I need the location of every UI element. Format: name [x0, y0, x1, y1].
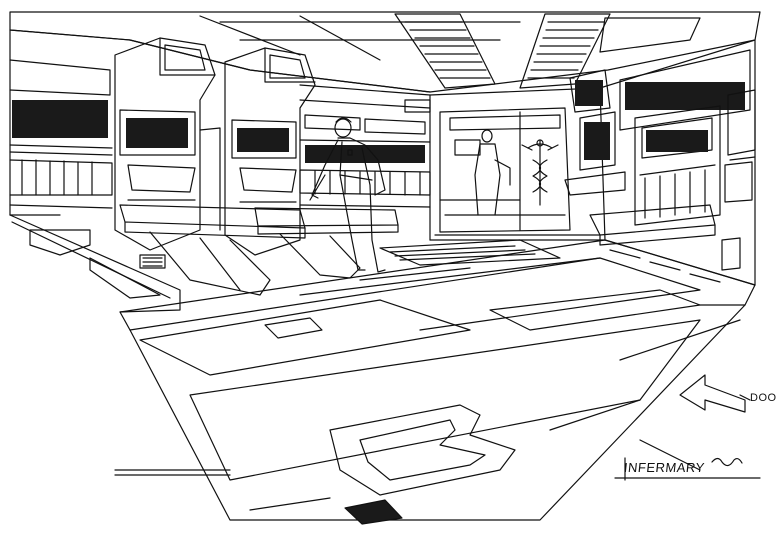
right-wall	[564, 39, 756, 286]
left-wall-dark-panel	[12, 100, 108, 138]
left-wall	[9, 29, 113, 216]
right-side-monitor	[584, 122, 610, 160]
bio-bed-pod-left	[114, 37, 221, 251]
floor	[119, 239, 756, 525]
door-note-label: DOO	[750, 392, 777, 404]
bio-bed-pod-right	[224, 47, 316, 256]
rear-wall-dark-strip	[305, 145, 425, 163]
pod-left-monitor	[126, 118, 188, 148]
left-floor-ledge	[9, 214, 181, 313]
floor-dark-tile	[344, 499, 403, 525]
bio-bed-platform-left	[119, 204, 306, 296]
annotation-lines	[114, 394, 761, 481]
ceiling	[9, 11, 761, 93]
right-upper-monitor	[575, 80, 603, 106]
ceiling-vent-right	[519, 13, 611, 89]
pod-right-monitor	[237, 128, 289, 152]
doctor-figure	[309, 117, 386, 273]
right-wall-dark-panel	[625, 82, 745, 110]
doorway	[429, 87, 606, 241]
corridor-figure	[474, 129, 511, 216]
ceiling-vent-left	[394, 13, 496, 89]
caduceus-icon	[521, 139, 559, 206]
right-wall-screen	[646, 130, 708, 152]
arrow-left-icon	[679, 374, 746, 413]
room-title-label: INFERMARY	[623, 460, 706, 475]
